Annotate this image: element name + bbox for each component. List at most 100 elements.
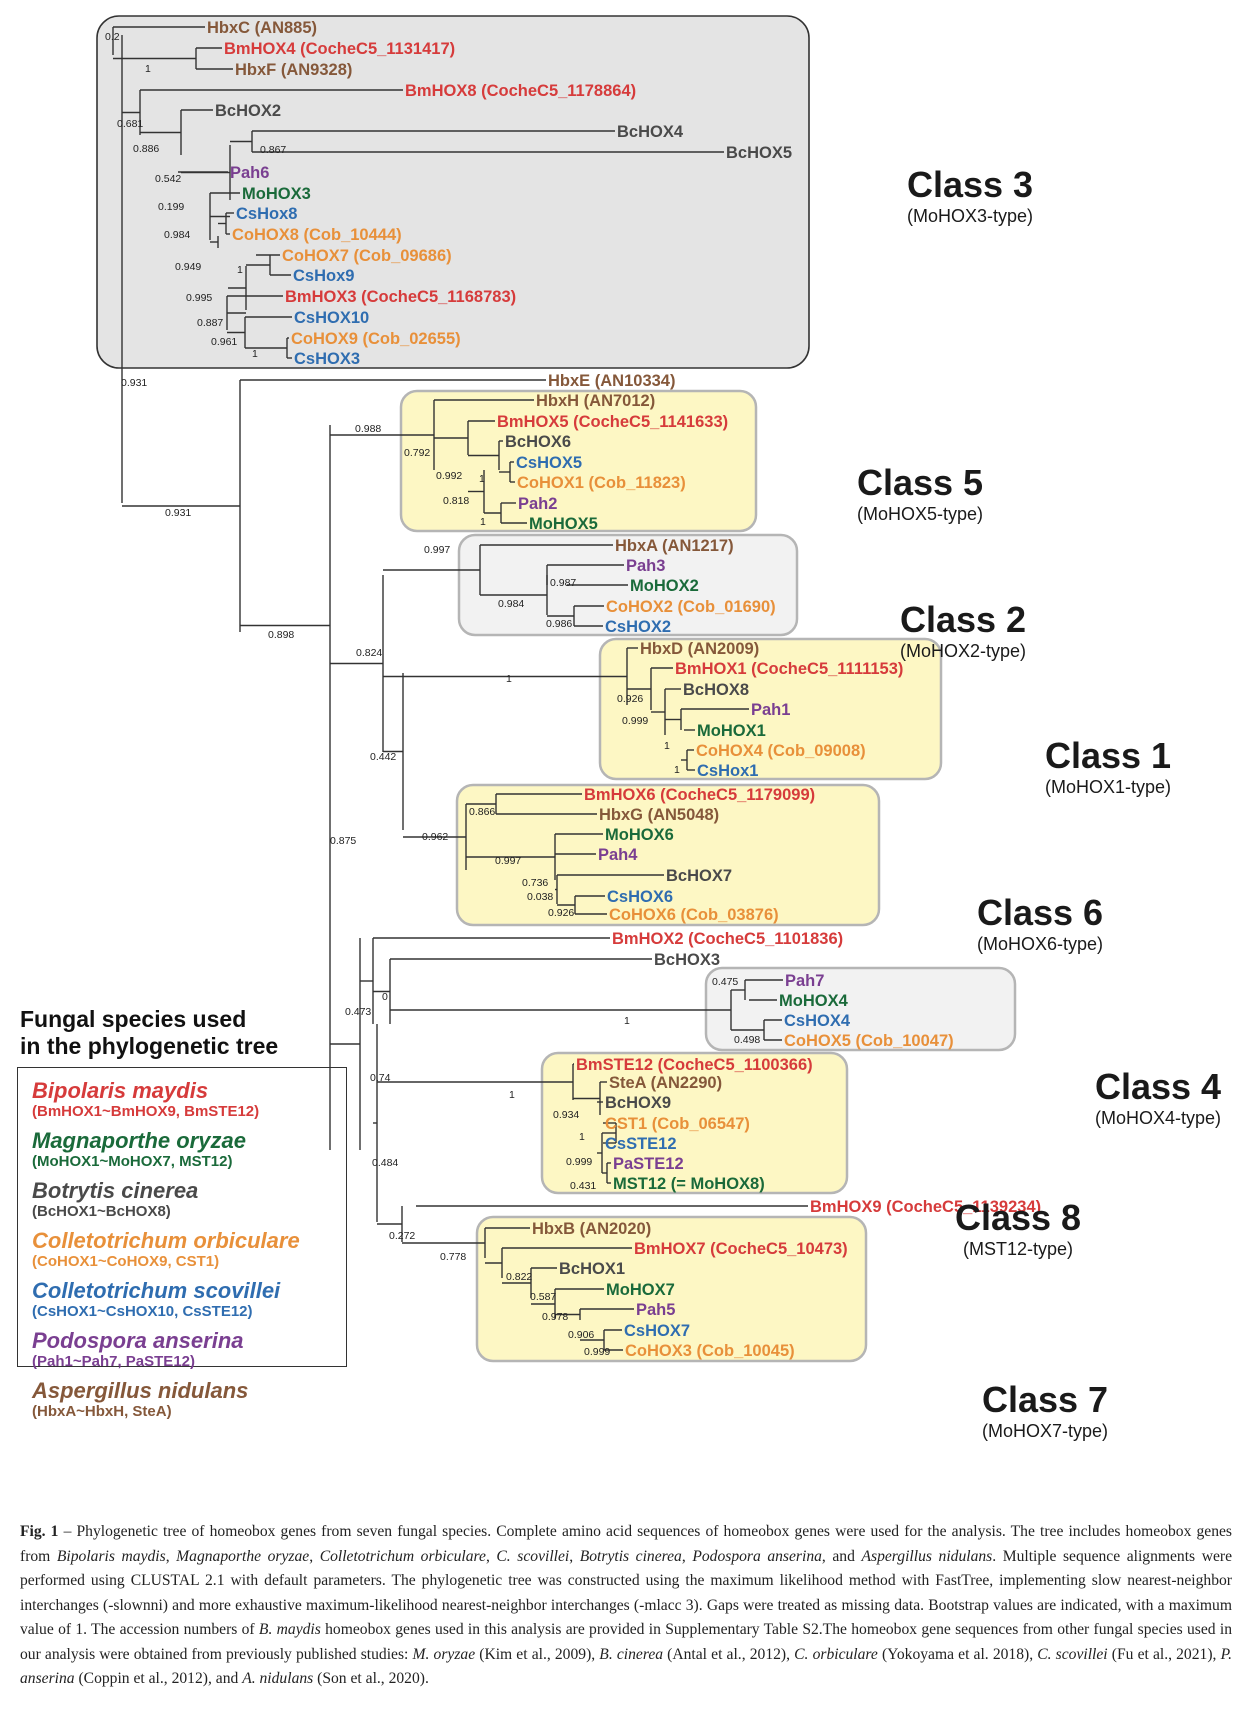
class-label-class4: Class 4 (MoHOX4-type) <box>1068 1067 1248 1129</box>
bootstrap-value: 0.587 <box>530 1291 556 1303</box>
legend-entry: Botrytis cinerea(BcHOX1~BcHOX8) <box>32 1178 346 1221</box>
leaf-label: BmHOX6 (CocheC5_1179099) <box>584 786 815 804</box>
caption-text: , <box>485 1547 497 1565</box>
leaf-label: CsHox1 <box>697 762 758 780</box>
leaf-label: CsHOX6 <box>607 888 673 906</box>
bootstrap-value: 0.978 <box>542 1311 568 1323</box>
bootstrap-value: 0.824 <box>356 647 382 659</box>
caption-italic-term: Magnaporthe oryzae <box>176 1547 310 1565</box>
bootstrap-value: 0.542 <box>155 173 181 185</box>
bootstrap-value: 0.442 <box>370 751 396 763</box>
leaf-label: Pah6 <box>230 164 269 182</box>
bootstrap-value: 0.999 <box>566 1156 592 1168</box>
caption-text: – Phylogenetic tree of homeobox genes fr… <box>20 1523 1233 1565</box>
class-box-class6 <box>455 783 881 927</box>
bootstrap-value: 0.997 <box>424 544 450 556</box>
bootstrap-value: 0.822 <box>506 1271 532 1283</box>
caption-text: . Multiple sequence alignments were perf… <box>20 1547 1232 1639</box>
leaf-label: HbxC (AN885) <box>207 19 317 37</box>
leaf-label: MoHOX3 <box>242 185 311 203</box>
bootstrap-value: 1 <box>237 264 243 276</box>
bootstrap-value: 0.484 <box>372 1157 398 1169</box>
leaf-label: CoHOX2 (Cob_01690) <box>606 598 776 616</box>
bootstrap-value: 0.272 <box>389 1230 415 1242</box>
class-label-class7: Class 7 (MoHOX7-type) <box>955 1380 1135 1442</box>
leaf-label: BmHOX2 (CocheC5_1101836) <box>612 930 843 948</box>
legend-gene-range: (BmHOX1~BmHOX9, BmSTE12) <box>32 1103 260 1120</box>
caption-text: homeobox genes used in this analysis are… <box>20 1621 1232 1663</box>
caption-text: , <box>165 1547 177 1565</box>
leaf-label: MoHOX2 <box>630 577 699 595</box>
leaf-label: BmSTE12 (CocheC5_1100366) <box>576 1056 813 1074</box>
class-type: (MoHOX3-type) <box>906 206 1034 226</box>
bootstrap-value: 1 <box>479 473 485 485</box>
leaf-label: CoHOX9 (Cob_02655) <box>291 330 461 348</box>
class-label-class8: Class 8 (MST12-type) <box>928 1198 1108 1260</box>
caption-body: – Phylogenetic tree of homeobox genes fr… <box>20 1523 1232 1687</box>
bootstrap-value: 0.984 <box>164 229 190 241</box>
leaf-label: CsHox8 <box>236 205 297 223</box>
leaf-label: HbxB (AN2020) <box>532 1220 651 1238</box>
leaf-label: Pah5 <box>636 1301 675 1319</box>
leaf-label: MoHOX7 <box>606 1281 675 1299</box>
leaf-label: BcHOX9 <box>605 1094 671 1112</box>
class-label-class1: Class 1 (MoHOX1-type) <box>1018 736 1198 798</box>
class-type: (MoHOX2-type) <box>899 641 1027 661</box>
leaf-label: MoHOX6 <box>605 826 674 844</box>
leaf-label: HbxH (AN7012) <box>536 392 655 410</box>
leaf-label: MoHOX4 <box>779 992 849 1010</box>
class-name: Class 3 <box>906 164 1034 205</box>
leaf-label: CST1 (Cob_06547) <box>605 1115 750 1133</box>
bootstrap-value: 0.038 <box>527 891 553 903</box>
leaf-label: HbxD (AN2009) <box>640 640 759 658</box>
legend-species-name: Podospora anserina <box>32 1328 244 1353</box>
legend-title-line2: in the phylogenetic tree <box>20 1033 279 1059</box>
bootstrap-value: 0.778 <box>440 1251 466 1263</box>
bootstrap-value: 0.866 <box>469 806 495 818</box>
caption-text: , and <box>821 1547 862 1565</box>
caption-italic-term: C. scovillei <box>496 1547 570 1565</box>
caption-italic-term: B. maydis <box>258 1621 321 1638</box>
leaf-label: MST12 (= MoHOX8) <box>613 1175 765 1193</box>
bootstrap-value: 0.988 <box>355 423 381 435</box>
class-name: Class 8 <box>954 1197 1082 1238</box>
caption-text: (Antal et al., 2012), <box>663 1645 795 1663</box>
leaf-label: HbxE (AN10334) <box>548 372 675 390</box>
caption-text: (Fu et al., 2021), <box>1107 1645 1221 1663</box>
legend-entry: Colletotrichum orbiculare(CoHOX1~CoHOX9,… <box>32 1228 346 1271</box>
bootstrap-value: 0.431 <box>570 1180 596 1192</box>
bootstrap-value: 0.999 <box>622 715 648 727</box>
leaf-label: BmHOX9 (CocheC5_1139234) <box>810 1198 1041 1216</box>
bootstrap-value: 1 <box>509 1089 515 1101</box>
class-name: Class 7 <box>981 1379 1109 1420</box>
bootstrap-value: 0.931 <box>121 377 147 389</box>
leaf-label: CsHOX2 <box>605 618 671 636</box>
leaf-label: CoHOX3 (Cob_10045) <box>625 1342 795 1360</box>
caption-text: , <box>309 1547 320 1565</box>
bootstrap-value: 0.473 <box>345 1006 371 1018</box>
phylogenetic-tree: HbxC (AN885)BmHOX4 (CocheC5_1131417)HbxF… <box>96 15 1041 1363</box>
caption-italic-term: Colletotrichum orbiculare <box>319 1547 486 1565</box>
class-type: (MoHOX4-type) <box>1094 1108 1222 1128</box>
legend-entry: Podospora anserina(Pah1~Pah7, PaSTE12) <box>32 1328 346 1371</box>
leaf-label: Pah3 <box>626 557 665 575</box>
legend-title-line1: Fungal species used <box>20 1006 247 1032</box>
leaf-label: CsHOX4 <box>784 1012 851 1030</box>
legend-gene-range: (MoHOX1~MoHOX7, MST12) <box>32 1153 233 1170</box>
leaf-label: CoHOX4 (Cob_09008) <box>696 742 866 760</box>
legend-gene-range: (BcHOX1~BcHOX8) <box>32 1203 171 1220</box>
bootstrap-value: 0.995 <box>186 292 212 304</box>
caption-text: (Kim et al., 2009), <box>475 1645 600 1663</box>
leaf-label: CsHOX3 <box>294 350 360 368</box>
leaf-label: BcHOX5 <box>726 144 792 162</box>
leaf-label: CoHOX1 (Cob_11823) <box>517 474 686 492</box>
leaf-label: Pah2 <box>518 495 557 513</box>
class-label-class2: Class 2 (MoHOX2-type) <box>873 600 1053 662</box>
class-type: (MoHOX1-type) <box>1044 777 1172 797</box>
class-box-class3 <box>96 15 810 369</box>
leaf-label: BcHOX7 <box>666 867 732 885</box>
bootstrap-value: 0.681 <box>117 118 143 130</box>
bootstrap-value: 1 <box>579 1131 585 1143</box>
bootstrap-value: 0.74 <box>370 1072 391 1084</box>
caption-text: (Coppin et al., 2012), and <box>74 1670 243 1687</box>
